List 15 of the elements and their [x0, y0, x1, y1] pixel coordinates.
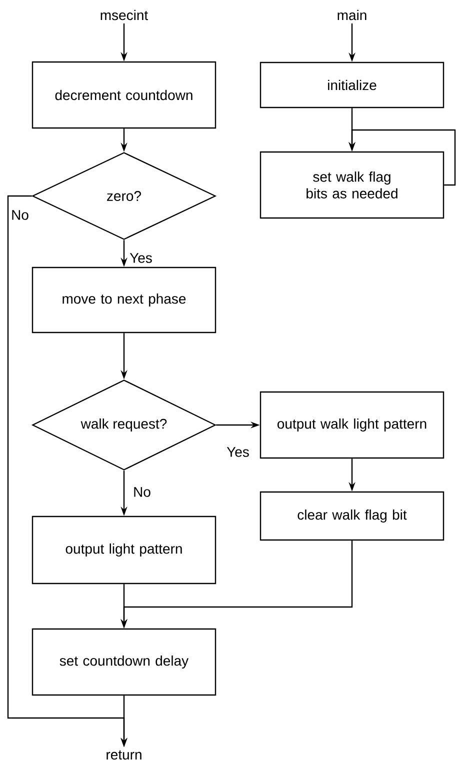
- edge-label: Yes: [225, 446, 251, 458]
- process-box: move to next phase: [32, 266, 216, 334]
- process-box: decrement countdown: [32, 61, 216, 129]
- terminal-label: msecint: [100, 10, 148, 20]
- process-box: set walk flag bits as needed: [260, 151, 444, 219]
- edge-label: No: [10, 208, 30, 222]
- process-box: output walk light pattern: [260, 391, 444, 459]
- edge-label: No: [132, 486, 152, 498]
- process-box: output light pattern: [32, 516, 216, 584]
- process-box: initialize: [260, 62, 444, 108]
- terminal-label: return: [106, 750, 142, 760]
- process-box: clear walk flag bit: [260, 491, 444, 541]
- edge-label: Yes: [128, 252, 154, 264]
- terminal-label: main: [338, 10, 366, 20]
- process-box: set countdown delay: [32, 628, 216, 696]
